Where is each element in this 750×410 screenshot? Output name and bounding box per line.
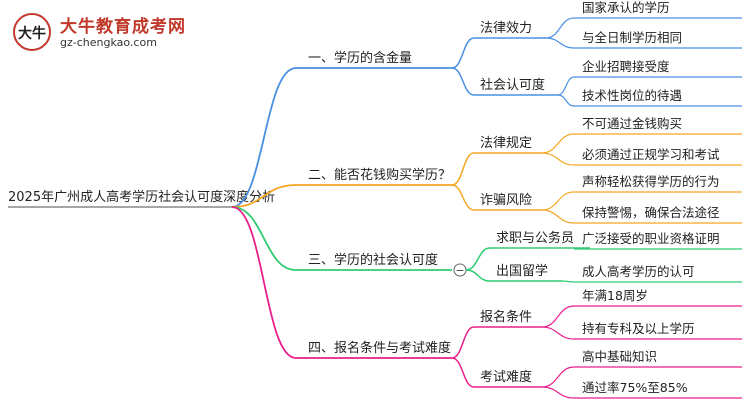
sub-node: 考试难度 [480, 369, 532, 385]
leaf-node: 技术性岗位的待遇 [582, 88, 682, 103]
logo-icon: 大牛 [13, 13, 51, 51]
leaf-node: 持有专科及以上学历 [582, 321, 695, 336]
connector-line [231, 206, 297, 359]
connector-line [451, 67, 475, 96]
site-logo[interactable]: 大牛 大牛教育成考网 gz-chengkao.com [8, 10, 258, 56]
leaf-node: 成人高考学历的认可 [582, 264, 695, 279]
connector-line [545, 17, 575, 39]
leaf-node: 高中基础知识 [582, 349, 657, 364]
connector-line [541, 191, 575, 211]
collapse-icon: − [455, 264, 464, 277]
connector-line [451, 326, 475, 359]
connector-line [451, 37, 475, 69]
connector-line [561, 280, 575, 283]
sub-node: 法律规定 [480, 136, 532, 151]
sub-node: 求职与公务员 [496, 230, 574, 246]
sub-node: 法律效力 [480, 21, 532, 36]
connector-line [557, 94, 575, 107]
sub-node: 出国留学 [496, 263, 548, 279]
connector-line [451, 184, 475, 211]
connector-line [541, 386, 575, 399]
connector-line [231, 184, 297, 208]
branch-node: 一、学历的含金量 [308, 50, 412, 66]
leaf-node: 通过率75%至85% [582, 380, 688, 395]
connector-line [541, 326, 575, 340]
leaf-node: 必须通过正规学习和考试 [582, 147, 720, 162]
sub-node: 社会认可度 [480, 77, 545, 93]
connector-line [541, 305, 575, 328]
connector-line [545, 37, 575, 49]
leaf-node: 年满18周岁 [582, 288, 648, 303]
connector-line [465, 247, 491, 271]
connector-line [451, 357, 475, 388]
connector-line [465, 269, 491, 282]
connector-line [231, 206, 297, 271]
connector-line [541, 133, 575, 154]
connector-line [231, 67, 297, 208]
leaf-node: 与全日制学历相同 [582, 30, 682, 45]
leaf-node: 声称轻松获得学历的行为 [582, 174, 720, 189]
leaf-node: 企业招聘接受度 [582, 59, 670, 74]
connector-line [541, 209, 575, 224]
connector-line [541, 152, 575, 166]
branch-node: 三、学历的社会认可度 [308, 252, 438, 268]
sub-node: 诈骗风险 [480, 193, 532, 208]
connector-line [451, 152, 475, 186]
collapse-toggle[interactable]: − [453, 263, 467, 277]
leaf-node: 不可通过金钱购买 [582, 116, 682, 131]
root-node: 2025年广州成人高考学历社会认可度深度分析 [8, 189, 275, 205]
leaf-node: 广泛接受的职业资格证明 [582, 231, 720, 246]
logo-mark-text: 大牛 [18, 25, 46, 42]
branch-node: 四、报名条件与考试难度 [308, 340, 451, 356]
brand-name: 大牛教育成考网 [60, 17, 186, 37]
connector-line [557, 76, 575, 96]
connector-line [541, 366, 575, 388]
branch-node: 二、能否花钱购买学历？ [308, 167, 451, 183]
leaf-node: 保持警惕，确保合法途径 [582, 205, 720, 220]
brand-url: gz-chengkao.com [60, 36, 157, 49]
leaf-node: 国家承认的学历 [582, 0, 670, 15]
sub-node: 报名条件 [480, 309, 532, 325]
